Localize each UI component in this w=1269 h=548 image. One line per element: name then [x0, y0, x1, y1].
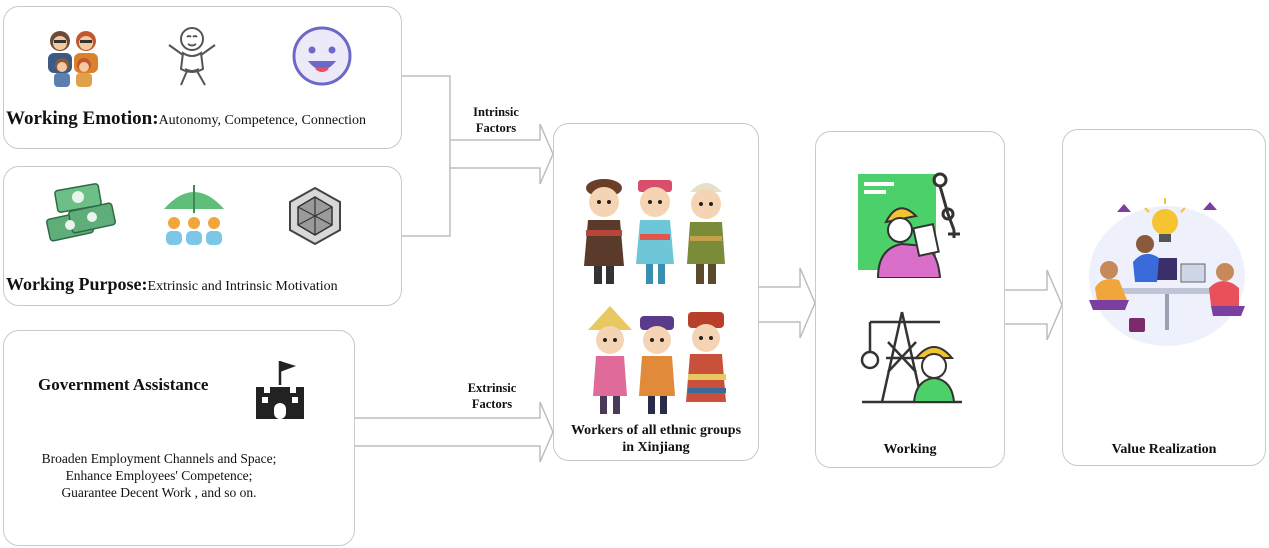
oil-rig-worker-icon: [860, 311, 962, 404]
umbrella-protection-icon: [164, 185, 224, 245]
working-purpose-subtitle: Extrinsic and Intrinsic Motivation: [147, 279, 338, 294]
working-to-value-arrow: [1004, 269, 1063, 341]
intrinsic-label-line: Intrinsic: [473, 105, 519, 119]
working-purpose-label: Working Purpose:Extrinsic and Intrinsic …: [6, 274, 338, 295]
working-purpose-title: Working Purpose:: [6, 274, 148, 294]
government-line: Enhance Employees' Competence;: [65, 468, 253, 483]
engineer-robot-arm-icon: [858, 172, 960, 278]
extrinsic-factors-label: Extrinsic Factors: [454, 380, 530, 412]
baby-icon: [168, 27, 216, 86]
government-assistance-details: Broaden Employment Channels and Space; E…: [4, 450, 314, 501]
castle-flag-icon: [256, 361, 304, 419]
working-purpose-box: Working Purpose:Extrinsic and Intrinsic …: [3, 166, 402, 306]
workers-caption: Workers of all ethnic groups in Xinjiang: [554, 422, 758, 456]
value-realization-caption: Value Realization: [1111, 442, 1217, 457]
workers-to-working-arrow: [758, 267, 816, 339]
team-meeting-lightbulb-icon: [1089, 198, 1245, 346]
working-emotion-label: Working Emotion:Autonomy, Competence, Co…: [6, 108, 366, 130]
working-caption: Working: [883, 442, 937, 457]
ethnic-workers-top-illustration: [584, 179, 725, 284]
working-box: Working: [815, 131, 1005, 468]
bracket-connector: [401, 75, 451, 237]
extrinsic-label-line: Factors: [471, 397, 513, 411]
ethnic-workers-bottom-illustration: [588, 306, 726, 414]
workers-box: Workers of all ethnic groups in Xinjiang: [553, 123, 759, 461]
money-stack-icon: [46, 183, 116, 242]
government-assistance-title: Government Assistance: [38, 375, 209, 394]
workers-caption-line: Workers of all ethnic groups: [570, 423, 742, 438]
government-line: Broaden Employment Channels and Space;: [41, 451, 277, 466]
hexagon-cube-icon: [289, 186, 341, 246]
government-line: Guarantee Decent Work , and so on.: [61, 485, 257, 500]
value-realization-box: Value Realization: [1062, 129, 1266, 466]
intrinsic-factors-label: Intrinsic Factors: [458, 104, 534, 136]
family-icon: [48, 31, 98, 87]
workers-caption-line: in Xinjiang: [622, 440, 690, 455]
working-emotion-title: Working Emotion:: [6, 108, 159, 129]
working-emotion-subtitle: Autonomy, Competence, Connection: [158, 113, 367, 128]
government-assistance-box: Government Assistance Broaden Employment…: [3, 330, 355, 546]
intrinsic-label-line: Factors: [475, 121, 517, 135]
extrinsic-label-line: Extrinsic: [467, 381, 517, 395]
working-emotion-box: Working Emotion:Autonomy, Competence, Co…: [3, 6, 402, 149]
smiley-icon: [292, 26, 352, 86]
